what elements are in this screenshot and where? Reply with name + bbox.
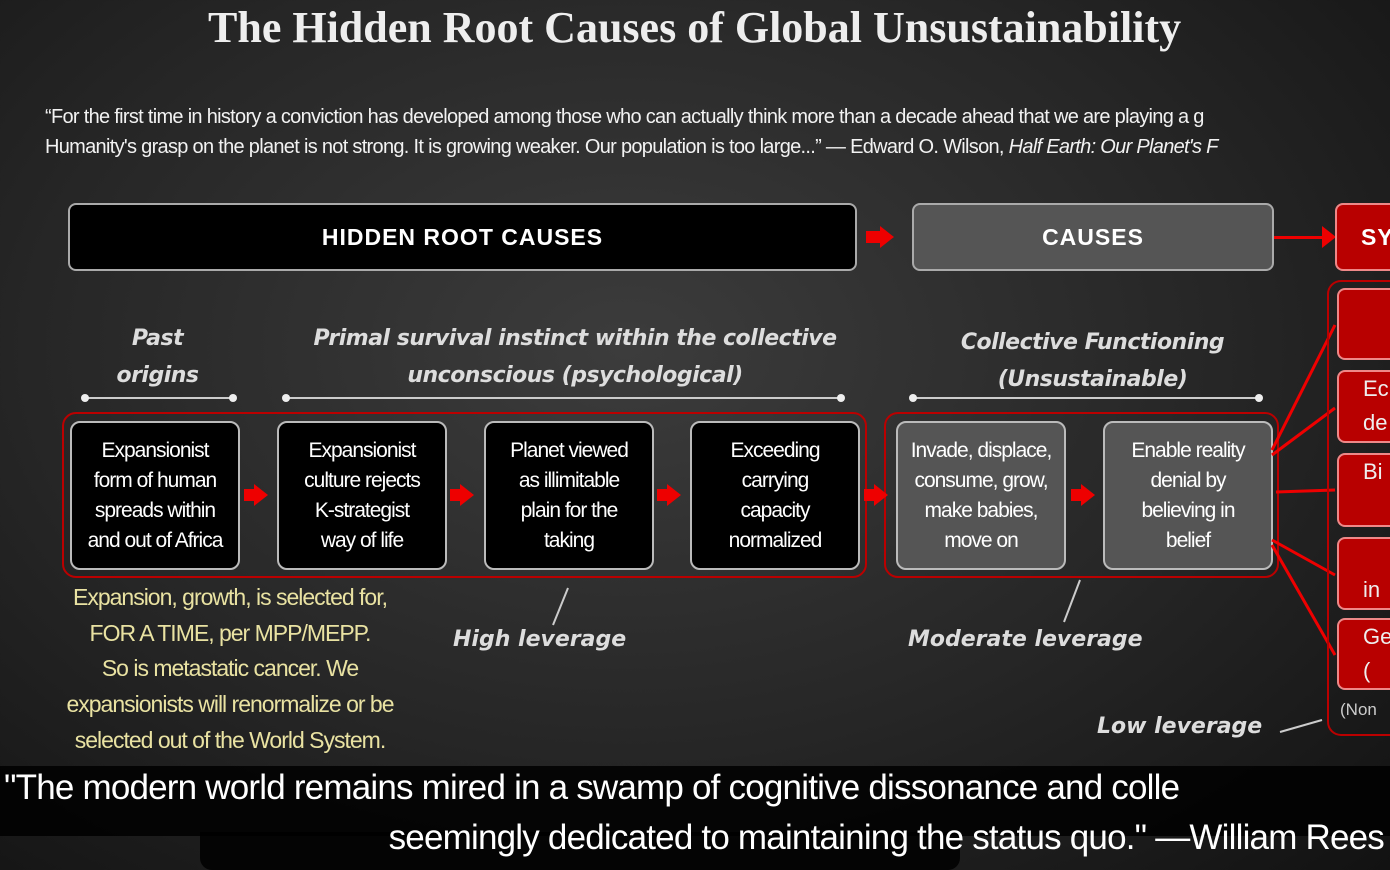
high-leverage-label: High leverage — [453, 627, 627, 652]
arrow-icon — [667, 484, 681, 506]
causes-header: CAUSES — [912, 203, 1274, 271]
arrow — [244, 489, 254, 501]
symptom-box — [1337, 288, 1390, 360]
quote-text: Humanity's grasp on the planet is not st… — [45, 136, 1009, 158]
box-invade-displace: Invade, displace,consume, grow,make babi… — [896, 421, 1066, 570]
rees-quote-line1: "The modern world remains mired in a swa… — [4, 768, 1180, 807]
note-line: FOR A TIME, per MPP/MEPP. — [89, 620, 372, 646]
arrow-icon — [1322, 226, 1336, 248]
note-line: So is metastatic cancer. We — [101, 655, 359, 681]
book-title: Half Earth: Our Planet's F — [1008, 136, 1219, 158]
arrow — [866, 231, 880, 243]
symptom-box: Ec de — [1337, 370, 1390, 443]
divider — [909, 394, 1263, 402]
wilson-quote-line1: “For the first time in history a convict… — [45, 106, 1204, 128]
non-label: (Non — [1340, 700, 1377, 719]
wilson-quote-line2: Humanity's grasp on the planet is not st… — [45, 136, 1218, 159]
arrow-icon — [254, 484, 268, 506]
arrow — [1071, 489, 1081, 501]
note-line: Expansion, growth, is selected for, — [72, 584, 388, 610]
rees-quote-line2: seemingly dedicated to maintaining the s… — [388, 818, 1385, 857]
note-line: expansionists will renormalize or be — [66, 691, 394, 717]
divider — [81, 394, 237, 402]
low-leverage-label: Low leverage — [1097, 714, 1263, 739]
moderate-leverage-label: Moderate leverage — [908, 627, 1143, 652]
arrow — [657, 489, 667, 501]
symptoms-group — [1327, 280, 1390, 736]
arrow — [450, 489, 460, 501]
symptom-box: Bi — [1337, 453, 1390, 527]
symptom-box: in — [1337, 537, 1390, 610]
arrow — [1274, 236, 1324, 239]
symptoms-header: SY — [1335, 203, 1390, 271]
arrow-icon — [1081, 484, 1095, 506]
arrow-icon — [874, 484, 888, 506]
symptom-box: Ge ( — [1337, 618, 1390, 690]
quote-band — [0, 766, 1390, 836]
quote-band — [200, 832, 960, 870]
hidden-root-causes-header: HIDDEN ROOT CAUSES — [68, 203, 857, 271]
note-line: selected out of the World System. — [74, 727, 386, 753]
primal-survival-label: Primal survival instinct within the coll… — [313, 326, 837, 388]
arrow-icon — [460, 484, 474, 506]
divider — [282, 394, 845, 402]
collective-functioning-label: Collective Functioning(Unsustainable) — [960, 330, 1225, 392]
page-title: The Hidden Root Causes of Global Unsusta… — [208, 3, 1182, 52]
arrow-icon — [880, 226, 894, 248]
arrow — [864, 489, 874, 501]
